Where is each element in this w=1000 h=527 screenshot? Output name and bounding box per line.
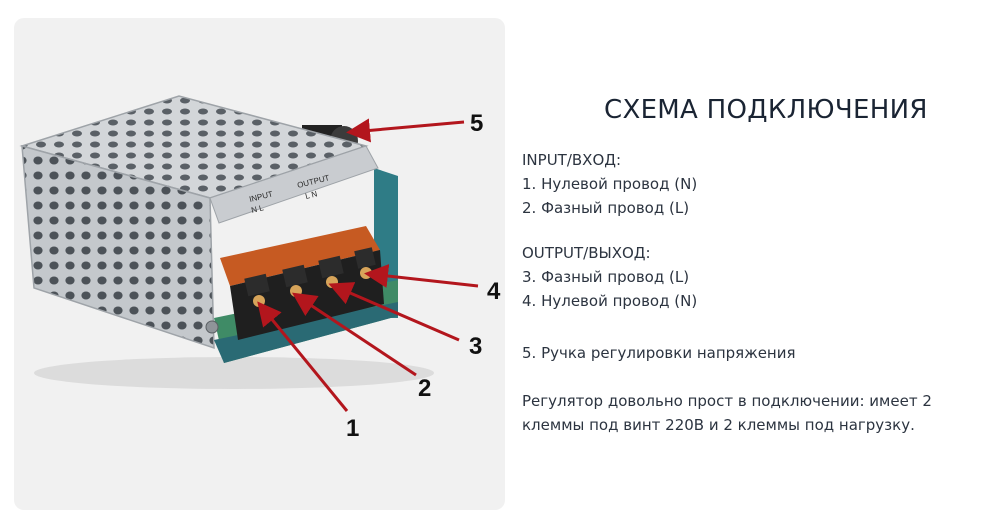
knob-section: 5. Ручка регулировки напряжения: [522, 341, 796, 365]
description-text: Регулятор довольно прост в подключении: …: [522, 392, 932, 434]
input-heading: INPUT/ВХОД:: [522, 151, 622, 169]
arrow-2: [292, 292, 417, 377]
input-section: INPUT/ВХОД: 1. Нулевой провод (N) 2. Фаз…: [522, 148, 697, 220]
output-section: OUTPUT/ВЫХОД: 3. Фазный провод (L) 4. Ну…: [522, 241, 697, 313]
callout-4: 4: [487, 278, 501, 305]
page-title: СХЕМА ПОДКЛЮЧЕНИЯ: [604, 95, 928, 125]
label-output-pins: L N: [304, 189, 318, 201]
callout-5: 5: [470, 110, 483, 137]
callout-2: 2: [418, 375, 431, 402]
callout-arrows: [257, 118, 479, 412]
housing-front-lip: [209, 145, 379, 224]
output-item-4: 4. Нулевой провод (N): [522, 292, 698, 310]
input-item-1: 1. Нулевой провод (N): [522, 175, 698, 193]
input-item-2: 2. Фазный провод (L): [522, 199, 690, 217]
arrow-3: [328, 282, 460, 342]
arrow-1: [257, 301, 349, 412]
callout-1: 1: [346, 415, 359, 442]
description-paragraph: Регулятор довольно прост в подключении: …: [522, 389, 962, 437]
arrow-5: [346, 118, 465, 143]
callout-3: 3: [469, 333, 482, 360]
label-input-pins: N L: [250, 203, 265, 215]
device-photo: INPUT N L OUTPUT L N: [14, 18, 505, 510]
housing-left: [21, 144, 215, 350]
knob-item-5: 5. Ручка регулировки напряжения: [522, 344, 796, 362]
shadow: [34, 357, 434, 389]
output-item-3: 3. Фазный провод (L): [522, 268, 690, 286]
arrow-4: [364, 264, 479, 288]
voltage-regulator-illustration: INPUT N L OUTPUT L N: [19, 95, 501, 442]
output-heading: OUTPUT/ВЫХОД:: [522, 244, 651, 262]
